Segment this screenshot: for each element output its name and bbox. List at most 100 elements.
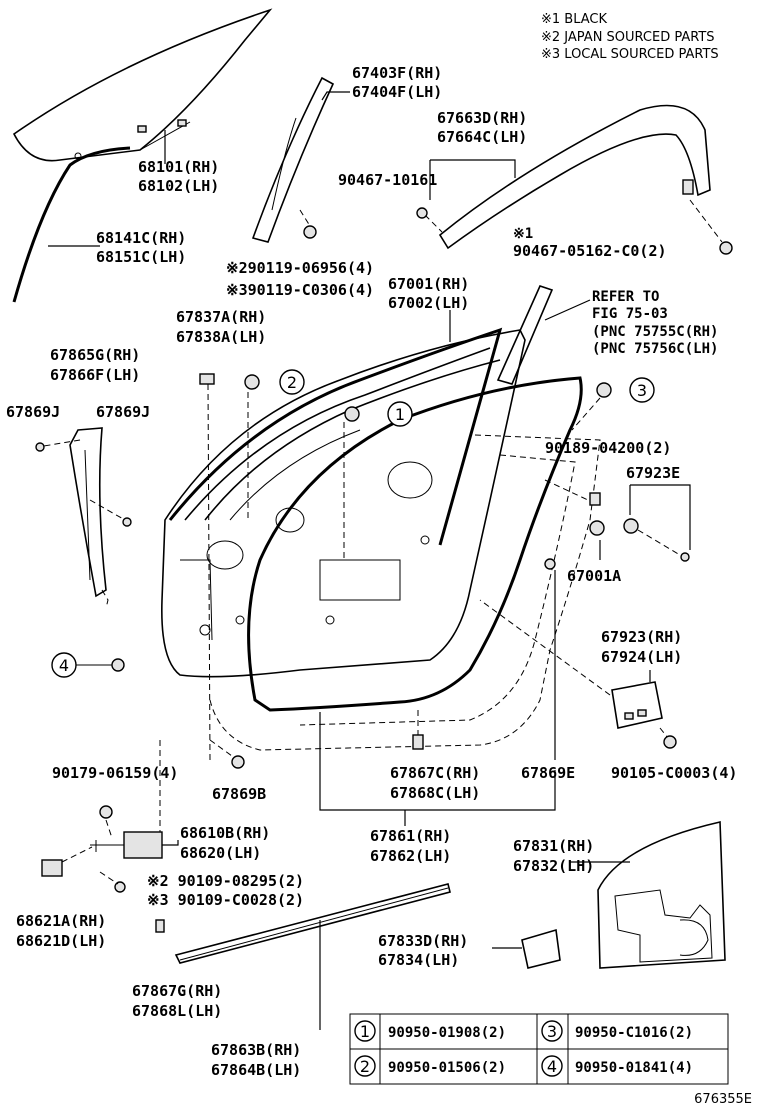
table-num-2: 2 xyxy=(360,1057,370,1076)
belt-moulding-67663d xyxy=(416,104,733,255)
svg-text:2: 2 xyxy=(287,373,297,392)
label-mark1: ※1 xyxy=(513,226,533,242)
label-67002: 67002(LH) xyxy=(388,294,469,312)
label-90189: 90189-04200(2) xyxy=(545,439,671,457)
label-68621d: 68621D(LH) xyxy=(16,932,106,950)
door-weatherstrip xyxy=(247,376,583,712)
table-part-4: 90950-01841(4) xyxy=(575,1060,693,1076)
bolt-90119 xyxy=(299,209,317,239)
note-japan: ※2 JAPAN SOURCED PARTS xyxy=(541,30,715,45)
clip-67923e xyxy=(589,484,691,562)
label-68151c: 68151C(LH) xyxy=(96,248,186,266)
door-frame-sash-inner xyxy=(184,347,491,521)
leader-grommet-3 xyxy=(571,397,601,431)
leader-67663d xyxy=(430,159,516,178)
label-67869b: 67869B xyxy=(212,785,266,803)
label-67864b: 67864B(LH) xyxy=(211,1061,301,1079)
callout-1: 1 xyxy=(344,401,413,427)
label-67867g: 67867G(RH) xyxy=(132,982,222,1000)
label-67404f: 67404F(LH) xyxy=(352,83,442,101)
label-90179: 90179-06159(4) xyxy=(52,764,178,782)
label-67866f: 67866F(LH) xyxy=(50,366,140,384)
leader-refer xyxy=(544,299,591,321)
door-glass xyxy=(12,8,273,162)
table-part-2: 90950-01506(2) xyxy=(388,1060,506,1076)
leader-67403f xyxy=(321,91,350,101)
label-67001a: 67001A xyxy=(567,567,621,585)
svg-text:4: 4 xyxy=(59,656,69,675)
label-67924: 67924(LH) xyxy=(601,648,682,666)
label-67869j-right: 67869J xyxy=(96,403,150,421)
window-frame-moulding xyxy=(251,76,335,243)
label-90109-c0028: ※3 90109-C0028(2) xyxy=(147,891,304,909)
label-67834: 67834(LH) xyxy=(378,951,459,969)
label-67833d: 67833D(RH) xyxy=(378,932,468,950)
screw-67869b xyxy=(209,739,245,769)
label-67862: 67862(LH) xyxy=(370,847,451,865)
label-67837a: 67837A(RH) xyxy=(176,308,266,326)
label-67868l: 67868L(LH) xyxy=(132,1002,222,1020)
label-67923: 67923(RH) xyxy=(601,628,682,646)
label-90467-05162: 90467-05162-C0(2) xyxy=(513,242,667,260)
table-num-3: 3 xyxy=(547,1022,557,1041)
label-refer-pnc-lh: (PNC 75756C(LH) xyxy=(592,341,718,357)
label-67865g: 67865G(RH) xyxy=(50,346,140,364)
label-refer-pnc-rh: (PNC 75755C(RH) xyxy=(592,324,718,340)
label-68101: 68101(RH) xyxy=(138,158,219,176)
door-lower-weatherstrip xyxy=(155,883,451,1030)
label-68620: 68620(LH) xyxy=(180,844,261,862)
label-90119-c0306: ※390119-C0306(4) xyxy=(226,281,374,299)
clip-67867c xyxy=(412,710,424,750)
table-part-3: 90950-C1016(2) xyxy=(575,1025,693,1041)
body-opening-outline xyxy=(209,434,601,751)
label-90105: 90105-C0003(4) xyxy=(611,764,737,782)
clip-67837a xyxy=(199,373,215,385)
hinge-cover-67865g xyxy=(35,427,132,609)
door-frame-sash xyxy=(168,327,503,546)
door-inner-panel xyxy=(161,329,526,678)
service-hole-cover-67831 xyxy=(570,821,726,969)
label-90119-06956: ※290119-06956(4) xyxy=(226,259,374,277)
leader-67837a xyxy=(207,383,211,761)
label-67869j-left: 67869J xyxy=(6,403,60,421)
label-68141c: 68141C(RH) xyxy=(96,229,186,247)
figure-id: 676355E xyxy=(694,1092,752,1107)
label-67867c: 67867C(RH) xyxy=(390,764,480,782)
svg-text:1: 1 xyxy=(395,405,405,424)
label-refer-to: REFER TO xyxy=(592,289,659,305)
division-bar xyxy=(496,285,554,385)
lock-assembly-68610b xyxy=(41,740,179,893)
label-67861: 67861(RH) xyxy=(370,827,451,845)
label-90109-08295: ※2 90109-08295(2) xyxy=(147,872,304,890)
label-68621a: 68621A(RH) xyxy=(16,912,106,930)
label-67832: 67832(LH) xyxy=(513,857,594,875)
label-67923e: 67923E xyxy=(626,464,680,482)
clip-90189 xyxy=(544,479,601,506)
note-black: ※1 BLACK xyxy=(541,12,607,27)
note-local: ※3 LOCAL SOURCED PARTS xyxy=(541,47,719,62)
table-part-1: 90950-01908(2) xyxy=(388,1025,506,1041)
pad-67833d xyxy=(492,928,561,969)
glass-run xyxy=(12,146,131,303)
table-num-4: 4 xyxy=(547,1057,557,1076)
label-67831: 67831(RH) xyxy=(513,837,594,855)
svg-text:3: 3 xyxy=(637,381,647,400)
label-67838a: 67838A(LH) xyxy=(176,328,266,346)
label-67868c: 67868C(LH) xyxy=(390,784,480,802)
callout-3: 3 xyxy=(596,377,655,403)
leader-67861 xyxy=(319,712,556,826)
label-67403f: 67403F(RH) xyxy=(352,64,442,82)
screw-67869e xyxy=(544,558,556,570)
label-67001: 67001(RH) xyxy=(388,275,469,293)
label-68102: 68102(LH) xyxy=(138,177,219,195)
access-cover-67923 xyxy=(479,599,677,749)
label-90467-10161: 90467-10161 xyxy=(338,171,437,189)
table-num-1: 1 xyxy=(360,1022,370,1041)
label-67663d: 67663D(RH) xyxy=(437,109,527,127)
label-refer-fig: FIG 75-03 xyxy=(592,306,668,322)
body-opening-outline-2 xyxy=(299,454,576,726)
callout-2: 2 xyxy=(244,369,305,395)
label-67863b: 67863B(RH) xyxy=(211,1041,301,1059)
label-67869e: 67869E xyxy=(521,764,575,782)
